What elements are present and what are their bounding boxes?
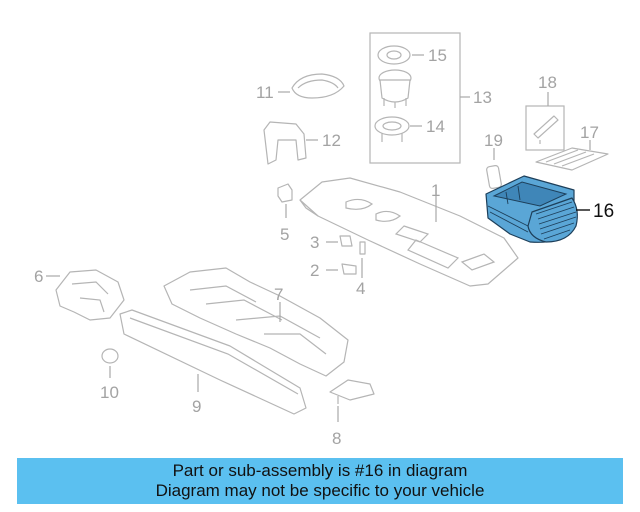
part-4-pin [359,241,366,278]
part-14-ring [374,116,422,142]
part-3-clip [326,235,353,247]
callout-12: 12 [322,131,341,150]
part-1-console-panel [299,177,519,287]
callout-18: 18 [538,73,557,92]
part-18-box [525,92,565,151]
caption-line-1: Part or sub-assembly is #16 in diagram [172,461,468,480]
callout-13: 13 [473,88,492,107]
callout-8: 8 [332,429,341,448]
part-11-lid [278,73,345,99]
part-9-side-panel [119,309,307,415]
callout-17: 17 [580,123,599,142]
callout-7: 7 [274,285,283,304]
callout-11: 11 [256,83,274,102]
callout-3: 3 [310,233,319,252]
part-2-clip [326,263,357,275]
callout-5: 5 [280,225,289,244]
part-12-bracket [263,121,318,165]
callout-6: 6 [34,267,43,286]
callout-16: 16 [593,201,614,222]
part-19-tray [486,148,502,189]
callout-4: 4 [356,279,365,298]
part-13-group-box [369,32,470,164]
part-16-storage-bin [485,175,578,243]
part-8-bracket [329,379,375,422]
callout-19: 19 [484,131,503,150]
part-13-cup-holder [378,69,412,108]
callout-2: 2 [310,261,319,280]
callout-14: 14 [426,117,445,136]
callout-1: 1 [431,181,440,200]
part-10-button [101,348,119,378]
callout-10: 10 [100,383,119,402]
part-5-clip [277,183,293,218]
part-15-cap [377,45,424,65]
part-7-frame [163,267,349,377]
part-17-mat [535,140,609,171]
caption-line-2: Diagram may not be specific to your vehi… [155,481,485,500]
callout-9: 9 [192,397,201,416]
caption-banner: Part or sub-assembly is #16 in diagram D… [17,458,623,504]
part-6-bracket [46,269,125,321]
callout-15: 15 [428,46,447,65]
